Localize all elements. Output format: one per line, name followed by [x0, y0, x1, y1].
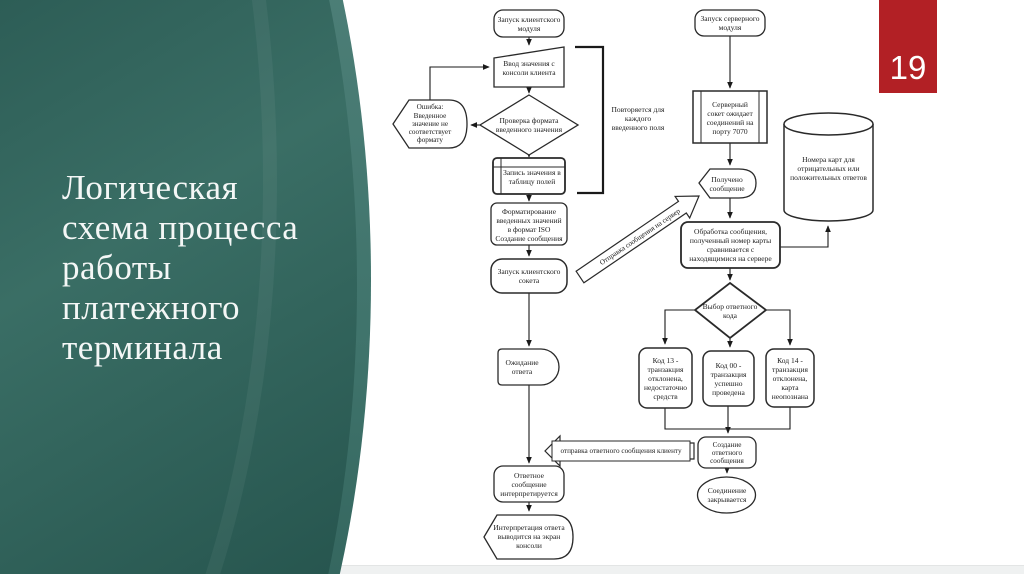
send-to-client-textbox	[551, 440, 691, 462]
server-choice-label: Выбор ответного кода	[702, 301, 758, 320]
send-to-server-block-arrow	[575, 195, 700, 284]
page-number-badge: 19	[879, 0, 937, 93]
server-close-label: Соединение закрывается	[707, 486, 747, 504]
slide-title: Логическая схема процесса работы платежн…	[62, 168, 299, 367]
client-manual-input-shape	[493, 46, 565, 88]
client-shapes	[392, 9, 580, 560]
client-wait-delay-shape	[497, 348, 560, 386]
client-format-label: Форматирование введенных значений в форм…	[495, 206, 563, 243]
server-shapes	[638, 9, 874, 514]
server-processing-box	[680, 221, 781, 269]
client-response-box	[493, 465, 565, 503]
server-start-label: Запуск серверного модуля	[700, 14, 760, 32]
server-choice-diamond	[693, 281, 768, 340]
server-processing-label: Обработка сообщения, полученный номер ка…	[689, 227, 772, 263]
client-response-label: Ответное сообщение интерпретируется	[500, 470, 558, 498]
client-check-label: Проверка формата введенного значения	[495, 116, 563, 134]
client-check-diamond	[478, 94, 580, 156]
server-received-label: Получено сообщение	[709, 174, 745, 193]
server-close-terminator	[696, 476, 757, 514]
server-socket-label: Серверный сокет ожидает соединений на по…	[706, 99, 754, 136]
loop-bracket	[575, 45, 605, 195]
client-input-label: Ввод значения с консоли клиента	[502, 59, 556, 77]
sidebar-curved-shape	[0, 0, 371, 574]
flow-connectors	[429, 36, 831, 512]
code00-box	[702, 350, 755, 407]
page-number: 19	[889, 49, 927, 86]
client-display-label: Интерпретация ответа выводится на экран …	[493, 522, 565, 550]
code14-box	[765, 348, 815, 408]
client-error-label: Ошибка: Введенное значение не соответств…	[408, 103, 452, 145]
loop-note-label: Повторяется для каждого введенного поля	[611, 104, 665, 132]
client-error-display-shape	[392, 99, 468, 149]
server-socket-predefined-process	[692, 90, 768, 144]
server-received-display-shape	[698, 168, 757, 199]
client-socket-box	[490, 258, 568, 294]
client-write-label: Запись значения в таблицу полей	[503, 167, 561, 186]
code13-box	[638, 347, 693, 409]
code14-label: Код 14 - транзакция отклонена, карта нео…	[771, 356, 809, 401]
client-wait-label: Ожидание ответа	[505, 357, 539, 376]
code13-label: Код 13 - транзакция отклонена, недостато…	[643, 356, 688, 401]
footer-strip	[0, 565, 1024, 574]
server-create-response-label: Создание ответного сообщения	[710, 440, 744, 466]
code00-label: Код 00 - транзакция успешно проведена	[710, 360, 747, 397]
sidebar-main-arc	[0, 0, 357, 574]
client-start-label: Запуск клиентского модуля	[497, 14, 561, 33]
sidebar-inner-arc	[205, 0, 277, 574]
client-socket-label: Запуск клиентского сокета	[497, 267, 561, 285]
server-create-response-box	[697, 436, 757, 469]
client-display-shape	[483, 514, 574, 560]
db-cylinder-top	[783, 112, 874, 136]
send-to-client-arrow-label: отправка ответного сообщения клиенту	[560, 446, 682, 455]
db-label: Номера карт для отрицательных или положи…	[790, 154, 867, 182]
db-cylinder-body	[783, 124, 874, 222]
client-format-box	[490, 202, 568, 246]
server-start-terminator	[694, 9, 766, 37]
client-start-terminator	[493, 9, 565, 38]
